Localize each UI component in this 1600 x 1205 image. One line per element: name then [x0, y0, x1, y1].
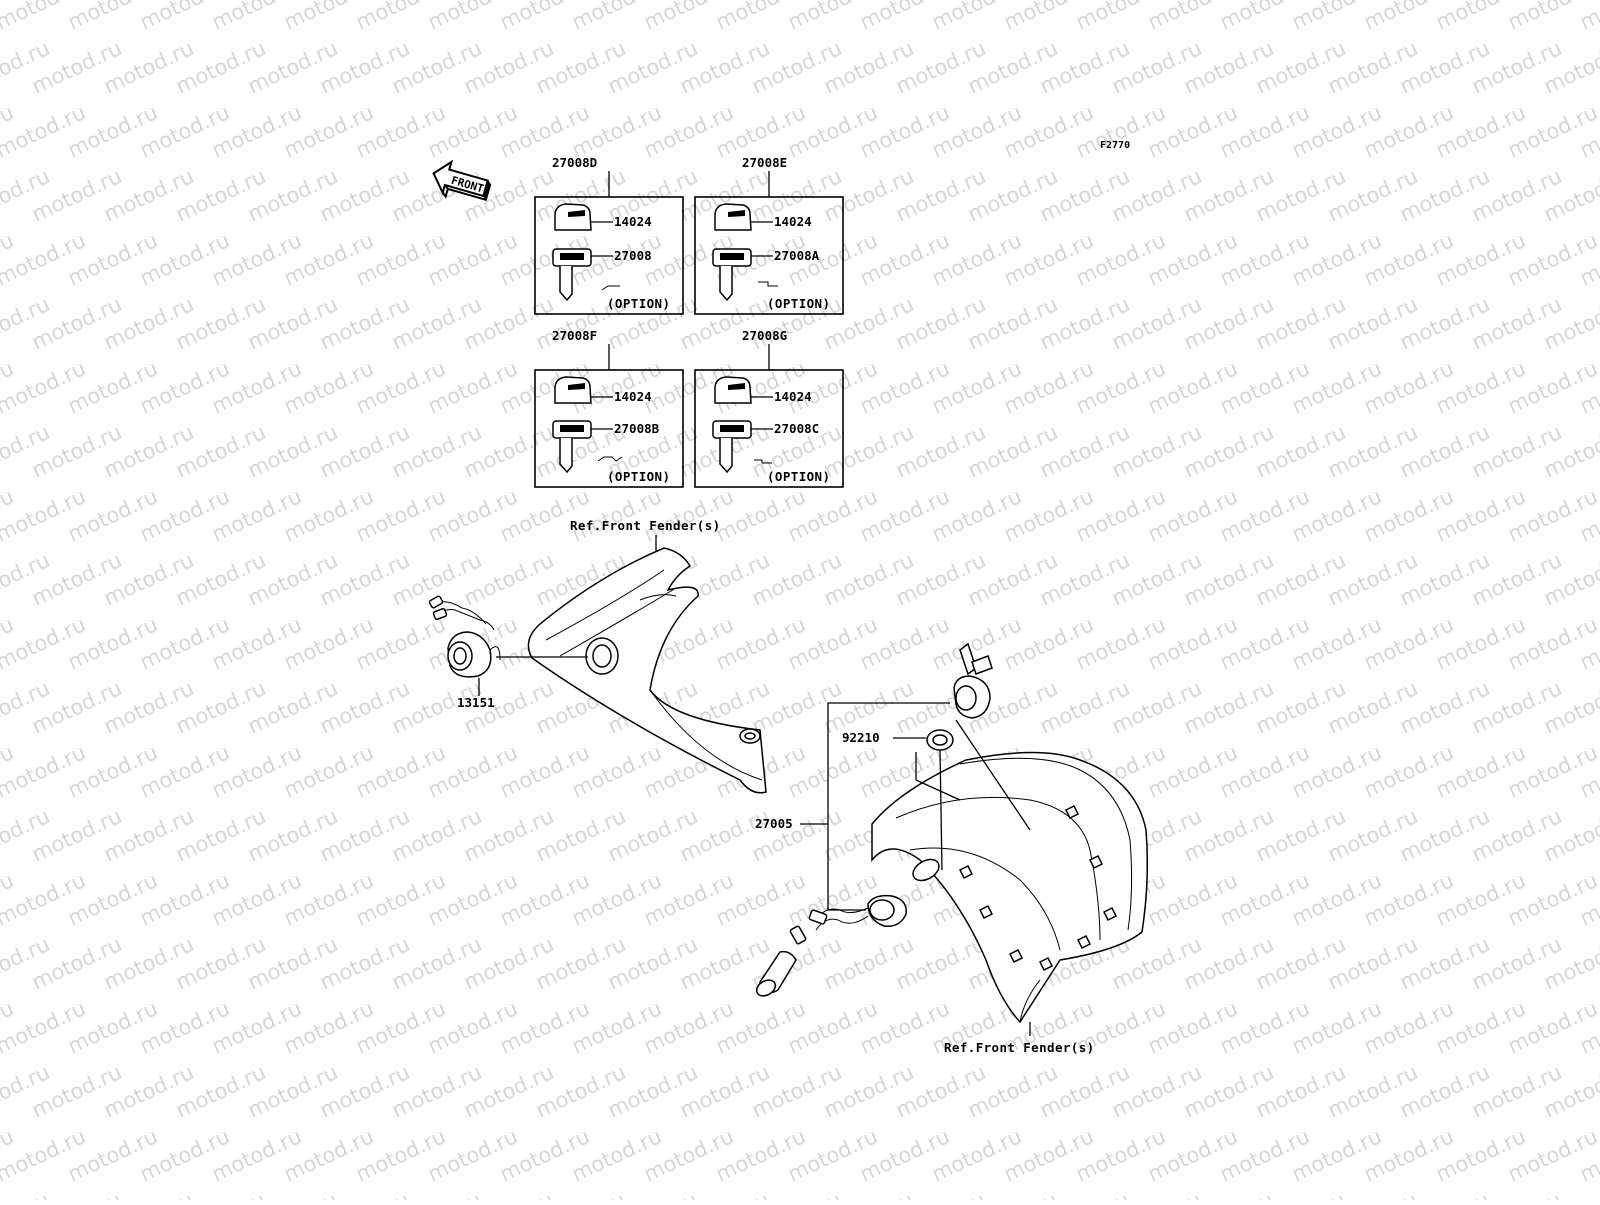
cap-part-number: 14024 — [614, 389, 652, 404]
kit-part-number: 27008F — [552, 328, 597, 343]
key-part-number: 27008C — [774, 421, 819, 436]
key-part-number: 27008B — [614, 421, 660, 436]
kit-part-number: 27008D — [552, 155, 597, 170]
switch-part-27005: 27005 — [755, 816, 793, 831]
cap-part-number: 14024 — [614, 214, 652, 229]
key-cap-icon — [714, 376, 752, 404]
kit-box — [694, 196, 844, 315]
key-kit-27008g: 27008G 14024 27008C (OPTION) — [694, 328, 844, 488]
left-ref-label: Ref.Front Fender(s) — [570, 518, 721, 533]
key-part-number: 27008A — [774, 248, 820, 263]
key-cut-icon — [758, 281, 778, 287]
right-ref-label: Ref.Front Fender(s) — [944, 1040, 1095, 1055]
option-label: (OPTION) — [767, 469, 830, 484]
watermark-text: motod.ru — [1576, 0, 1600, 35]
option-label: (OPTION) — [607, 469, 670, 484]
left-fender-assembly: Ref.Front Fender(s) 13151 — [428, 518, 767, 794]
key-icon — [552, 248, 592, 302]
kit-box — [534, 369, 684, 488]
key-cut-icon — [601, 285, 620, 291]
washer-icon — [926, 729, 954, 751]
key-cut-icon — [754, 459, 772, 464]
key-icon — [712, 248, 752, 302]
cap-part-number: 14024 — [774, 389, 812, 404]
key-cap-icon — [714, 203, 752, 231]
watermark-text: motod.ru — [0, 1188, 53, 1200]
kit-part-number: 27008G — [742, 328, 787, 343]
kit-box — [534, 196, 684, 315]
switch-connector-icon — [755, 894, 907, 997]
key-kit-27008e: 27008E 14024 27008A (OPTION) — [694, 155, 844, 315]
key-cap-icon — [554, 376, 592, 404]
cap-part-number: 14024 — [774, 214, 812, 229]
kit-box — [694, 369, 844, 488]
key-icon — [552, 420, 592, 474]
kit-part-number: 27008E — [742, 155, 787, 170]
ignition-key-switch-icon — [953, 642, 993, 719]
key-kit-27008d: 27008D 14024 27008 (OPTION) — [534, 155, 684, 315]
switch-part-13151: 13151 — [457, 695, 495, 710]
option-label: (OPTION) — [767, 296, 830, 311]
right-fender-assembly: 92210 27005 Ref.Front Fender(s) — [755, 642, 1149, 1055]
key-cut-icon — [597, 456, 623, 462]
option-label: (OPTION) — [607, 296, 670, 311]
front-fender-panel — [527, 547, 767, 794]
washer-part-92210: 92210 — [842, 730, 880, 745]
key-kit-27008f: 27008F 14024 27008B (OPTION) — [534, 328, 684, 488]
figure-code: F2770 — [1100, 140, 1130, 151]
key-cap-icon — [554, 203, 592, 231]
key-part-number: 27008 — [614, 248, 652, 263]
ignition-switch-icon — [428, 595, 501, 678]
